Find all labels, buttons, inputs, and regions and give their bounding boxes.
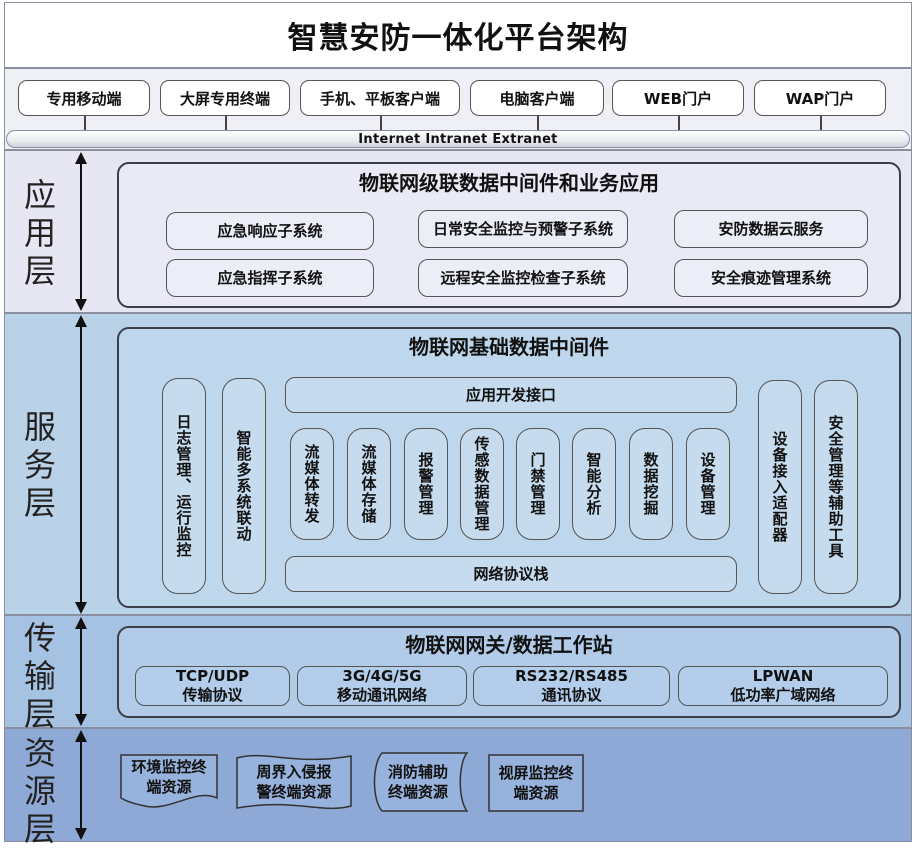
double-arrow-icon — [75, 152, 87, 840]
module-data-mining[interactable]: 数据挖掘 — [629, 428, 673, 540]
service-panel-title: 物联网基础数据中间件 — [409, 334, 609, 359]
network-protocol-stack[interactable]: 网络协议栈 — [285, 556, 737, 592]
resource-perimeter-intrusion[interactable]: 周界入侵报警终端资源 — [236, 753, 352, 811]
transport-panel-title: 物联网网关/数据工作站 — [405, 632, 613, 657]
app-dev-interface[interactable]: 应用开发接口 — [285, 377, 737, 413]
resource-layer-label: 资源层 — [23, 734, 56, 848]
page-title: 智慧安防一体化平台架构 — [4, 2, 912, 68]
protocol-mobile-network[interactable]: 3G/4G/5G 移动通讯网络 — [297, 666, 467, 706]
module-alarm-management[interactable]: 报警管理 — [404, 428, 448, 540]
application-layer-label: 应用层 — [23, 176, 56, 290]
document-shape — [120, 754, 218, 808]
connector — [84, 116, 86, 130]
protocol-rs232-rs485[interactable]: RS232/RS485 通讯协议 — [473, 666, 670, 706]
transport-layer-label: 传输层 — [23, 619, 56, 733]
module-multi-system-linkage[interactable]: 智能多系统联动 — [222, 378, 266, 594]
tape-shape — [236, 754, 352, 810]
protocol-tcp-udp[interactable]: TCP/UDP 传输协议 — [135, 666, 290, 706]
module-security-tools[interactable]: 安全管理等辅助工具 — [814, 380, 858, 594]
system-cloud-service[interactable]: 安防数据云服务 — [674, 210, 868, 248]
protocol-lpwan[interactable]: LPWAN 低功率广域网络 — [678, 666, 888, 706]
connector — [820, 116, 822, 130]
client-pc[interactable]: 电脑客户端 — [470, 80, 604, 116]
module-log-monitoring[interactable]: 日志管理、运行监控 — [162, 378, 206, 594]
storage-shape — [373, 752, 468, 812]
module-sensor-data[interactable]: 传感数据管理 — [460, 428, 504, 540]
client-phone-tablet[interactable]: 手机、平板客户端 — [300, 80, 460, 116]
module-streaming-forward[interactable]: 流媒体转发 — [290, 428, 334, 540]
resource-fire-auxiliary[interactable]: 消防辅助终端资源 — [368, 752, 468, 812]
connector — [225, 116, 227, 130]
module-access-control[interactable]: 门禁管理 — [516, 428, 560, 540]
connector — [678, 116, 680, 130]
module-device-adapter[interactable]: 设备接入适配器 — [758, 380, 802, 594]
client-wap-portal[interactable]: WAP门户 — [754, 80, 886, 116]
client-web-portal[interactable]: WEB门户 — [612, 80, 744, 116]
module-streaming-storage[interactable]: 流媒体存储 — [347, 428, 391, 540]
module-smart-analysis[interactable]: 智能分析 — [572, 428, 616, 540]
system-daily-monitoring[interactable]: 日常安全监控与预警子系统 — [418, 210, 628, 248]
system-remote-inspection[interactable]: 远程安全监控检查子系统 — [418, 259, 628, 297]
resource-video-monitoring[interactable]: 视屏监控终端资源 — [488, 754, 584, 812]
network-bar: Internet Intranet Extranet — [6, 130, 910, 148]
resource-environment-monitoring[interactable]: 环境监控终端资源 — [120, 754, 218, 812]
system-trace-management[interactable]: 安全痕迹管理系统 — [674, 259, 868, 297]
system-emergency-command[interactable]: 应急指挥子系统 — [166, 259, 374, 297]
rectangle-shape — [488, 754, 584, 812]
application-panel-title: 物联网级联数据中间件和业务应用 — [359, 170, 659, 195]
connector — [537, 116, 539, 130]
system-emergency-response[interactable]: 应急响应子系统 — [166, 212, 374, 250]
client-mobile[interactable]: 专用移动端 — [18, 80, 150, 116]
module-device-management[interactable]: 设备管理 — [686, 428, 730, 540]
client-large-screen[interactable]: 大屏专用终端 — [160, 80, 290, 116]
connector — [380, 116, 382, 130]
service-layer-label: 服务层 — [23, 408, 56, 522]
